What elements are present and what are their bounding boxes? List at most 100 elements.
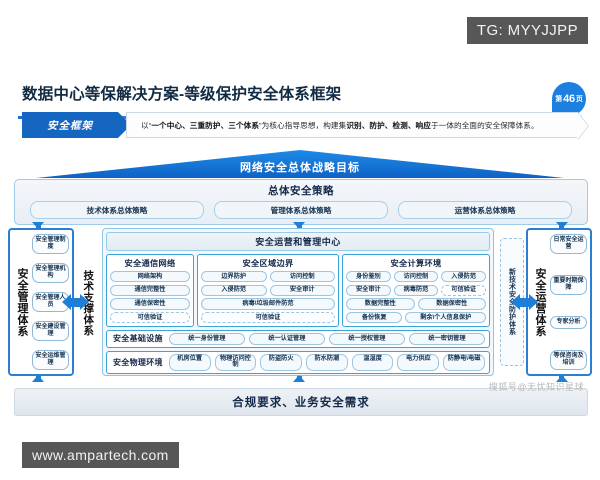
physical-item-water-moisture[interactable]: 防水防潮: [306, 353, 348, 371]
left-item-institution[interactable]: 安全管理制度: [32, 234, 69, 254]
zone-b-row-2: 入侵防范 安全审计: [201, 284, 335, 296]
security-infrastructure-band: 安全基础设施 统一身份管理 统一认证管理 统一授权管理 统一密钥管理: [106, 330, 490, 348]
right-item-critical-period[interactable]: 重要时期保障: [550, 275, 587, 295]
right-column-items: 日常安全运营 重要时期保障 专家分析 等保咨询及培训: [549, 233, 588, 371]
telegram-watermark: TG: MYYJJPP: [466, 17, 588, 44]
physical-item-static-emi[interactable]: 防静电\电磁: [443, 353, 485, 371]
bottom-connector-arrow-center: [293, 375, 305, 382]
zone-b-row-1: 边界防护 访问控制: [201, 271, 335, 283]
zone-b-items: 边界防护 访问控制 入侵防范 安全审计 病毒\垃圾邮件防范 可信验证: [201, 271, 335, 324]
infrastructure-title: 安全基础设施: [113, 334, 163, 344]
zone-c-item-intrusion-prevention[interactable]: 入侵防范: [441, 271, 487, 283]
goal-label: 网络安全总体战略目标: [240, 162, 360, 174]
left-item-maintenance[interactable]: 安全运维管理: [32, 350, 69, 370]
zone-a-item-trusted-verification[interactable]: 可信验证: [110, 312, 190, 324]
zone-c-row-2: 安全审计 病毒防范 可信验证: [346, 284, 487, 296]
left-link-arrow-head: [62, 294, 71, 310]
banner-text-bold-2: 识别、防护、检测、响应: [346, 120, 431, 130]
banner-description: 以“一个中心、三重防护、三个体系”为核心指导思想，构建集识别、防护、检测、响应于…: [126, 112, 578, 138]
tech-link-arrow-head: [80, 294, 89, 310]
zone-c-items: 身份鉴别 访问控制 入侵防范 安全审计 病毒防范 可信验证 数据完整性 数据保密…: [346, 271, 487, 324]
right-item-daily-ops[interactable]: 日常安全运营: [550, 234, 587, 254]
banner-text-after: 于一体的全面的安全保障体系。: [430, 120, 539, 130]
page-badge-suffix: 页: [575, 96, 583, 103]
right-link-arrow-head: [529, 294, 538, 310]
zone-b-item-security-audit[interactable]: 安全审计: [269, 284, 335, 296]
left-item-construction[interactable]: 安全建设管理: [32, 321, 69, 341]
page-title: 数据中心等保解决方案-等级保护安全体系框架: [22, 86, 342, 103]
right-item-expert-analysis[interactable]: 专家分析: [550, 316, 587, 329]
infra-item-unified-identity[interactable]: 统一身份管理: [168, 333, 245, 345]
physical-item-room-location[interactable]: 机房位置: [168, 353, 211, 371]
policy-item-management[interactable]: 管理体系总体策略: [214, 201, 388, 219]
bottom-connector-arrow-left: [32, 375, 44, 382]
physical-items: 机房位置 物理访问控制 防盗防火 防水防潮 温湿度 电力供应 防静电\电磁: [168, 353, 485, 371]
physical-item-access-control[interactable]: 物理访问控制: [214, 353, 257, 371]
zone-secure-area-boundary: 安全区域边界 边界防护 访问控制 入侵防范 安全审计 病毒\垃圾邮件防范 可信验…: [197, 254, 339, 328]
newtech-link-arrow-head: [511, 294, 520, 310]
banner-tag-label: 安全框架: [22, 112, 131, 138]
infra-item-unified-authentication[interactable]: 统一认证管理: [248, 333, 325, 345]
overall-policy-panel: 总体安全策略 技术体系总体策略 管理体系总体策略 运营体系总体策略: [14, 179, 588, 225]
physical-item-power-supply[interactable]: 电力供应: [397, 353, 440, 371]
left-column-items: 安全管理制度 安全管理机构 安全管理人员 安全建设管理 安全运维管理: [31, 233, 70, 371]
page-badge-number: 46: [563, 93, 575, 105]
policy-item-operations[interactable]: 运营体系总体策略: [398, 201, 572, 219]
zone-a-item-network-architecture[interactable]: 网络架构: [110, 271, 190, 283]
overall-policy-items: 技术体系总体策略 管理体系总体策略 运营体系总体策略: [15, 198, 587, 219]
infrastructure-items: 统一身份管理 统一认证管理 统一授权管理 统一密钥管理: [168, 333, 485, 345]
zone-c-row-3: 数据完整性 数据保密性: [346, 298, 486, 310]
infra-item-unified-authorization[interactable]: 统一授权管理: [328, 333, 405, 345]
security-operations-center-title: 安全运营和管理中心: [106, 232, 490, 251]
left-item-organization[interactable]: 安全管理机构: [32, 263, 69, 283]
zone-a-title: 安全通信网络: [124, 259, 176, 268]
left-column-label: 安全管理体系: [16, 267, 28, 337]
zone-c-item-data-confidentiality[interactable]: 数据保密性: [417, 298, 486, 310]
physical-item-theft-fire[interactable]: 防盗防火: [260, 353, 303, 371]
zone-c-item-residual-personal-info[interactable]: 剩余\个人信息保护: [405, 312, 486, 324]
right-column-label: 安全运营体系: [534, 267, 546, 337]
zone-c-row-1: 身份鉴别 访问控制 入侵防范: [346, 271, 487, 283]
security-management-system-column: 安全管理体系 安全管理制度 安全管理机构 安全管理人员 安全建设管理 安全运维管…: [8, 228, 74, 376]
banner-text-middle: ”为核心指导思想，构建集: [259, 120, 347, 130]
zone-c-item-trusted-verification[interactable]: 可信验证: [441, 284, 487, 296]
strategic-goal-banner: 网络安全总体战略目标: [36, 150, 564, 178]
physical-security-band: 安全物理环境 机房位置 物理访问控制 防盗防火 防水防潮 温湿度 电力供应 防静…: [106, 350, 490, 374]
bottom-connector-arrow-right: [556, 375, 568, 382]
zone-c-item-security-audit[interactable]: 安全审计: [346, 284, 391, 296]
page-badge-prefix: 第: [555, 96, 563, 103]
zone-b-item-access-control[interactable]: 访问控制: [269, 271, 335, 283]
zone-a-item-comm-confidentiality[interactable]: 通信保密性: [110, 298, 190, 310]
connector-arrow-left: [32, 222, 44, 229]
banner-text-before: 以“: [141, 120, 152, 130]
zone-c-item-virus-prevention[interactable]: 病毒防范: [393, 284, 439, 296]
zone-secure-computing-environment: 安全计算环境 身份鉴别 访问控制 入侵防范 安全审计 病毒防范 可信验证 数据完…: [342, 254, 490, 328]
zone-c-item-backup-recovery[interactable]: 备份恢复: [346, 312, 403, 324]
zone-b-item-boundary-protection[interactable]: 边界防护: [201, 271, 267, 283]
zone-c-item-identity-authentication[interactable]: 身份鉴别: [346, 271, 391, 283]
zone-a-items: 网络架构 通信完整性 通信保密性 可信验证: [110, 271, 190, 324]
policy-item-technical[interactable]: 技术体系总体策略: [30, 201, 204, 219]
three-zones: 安全通信网络 网络架构 通信完整性 通信保密性 可信验证 安全区域边界 边界防护…: [106, 254, 490, 328]
connector-arrow-right: [556, 222, 568, 229]
compliance-requirements-bar: 合规要求、业务安全需求: [14, 388, 588, 416]
zone-b-item-malware-spam-prevention[interactable]: 病毒\垃圾邮件防范: [201, 298, 335, 310]
zone-c-title: 安全计算环境: [390, 259, 442, 268]
physical-item-temperature-humidity[interactable]: 温湿度: [351, 353, 394, 371]
zone-c-item-data-integrity[interactable]: 数据完整性: [346, 298, 415, 310]
zone-c-row-4: 备份恢复 剩余\个人信息保护: [346, 312, 486, 324]
right-item-consulting-training[interactable]: 等保咨询及培训: [550, 350, 587, 370]
overall-policy-title: 总体安全策略: [268, 185, 334, 197]
zone-a-item-comm-integrity[interactable]: 通信完整性: [110, 284, 190, 296]
zone-b-item-intrusion-prevention[interactable]: 入侵防范: [201, 284, 267, 296]
center-panel: 安全运营和管理中心 安全通信网络 网络架构 通信完整性 通信保密性 可信验证 安…: [102, 228, 494, 376]
connector-arrow-center: [293, 222, 305, 229]
left-item-personnel[interactable]: 安全管理人员: [32, 292, 69, 312]
zone-b-item-trusted-verification[interactable]: 可信验证: [201, 312, 335, 324]
infra-item-unified-key-management[interactable]: 统一密钥管理: [408, 333, 485, 345]
right-link-bar: [518, 298, 530, 307]
zone-c-item-access-control[interactable]: 访问控制: [393, 271, 439, 283]
